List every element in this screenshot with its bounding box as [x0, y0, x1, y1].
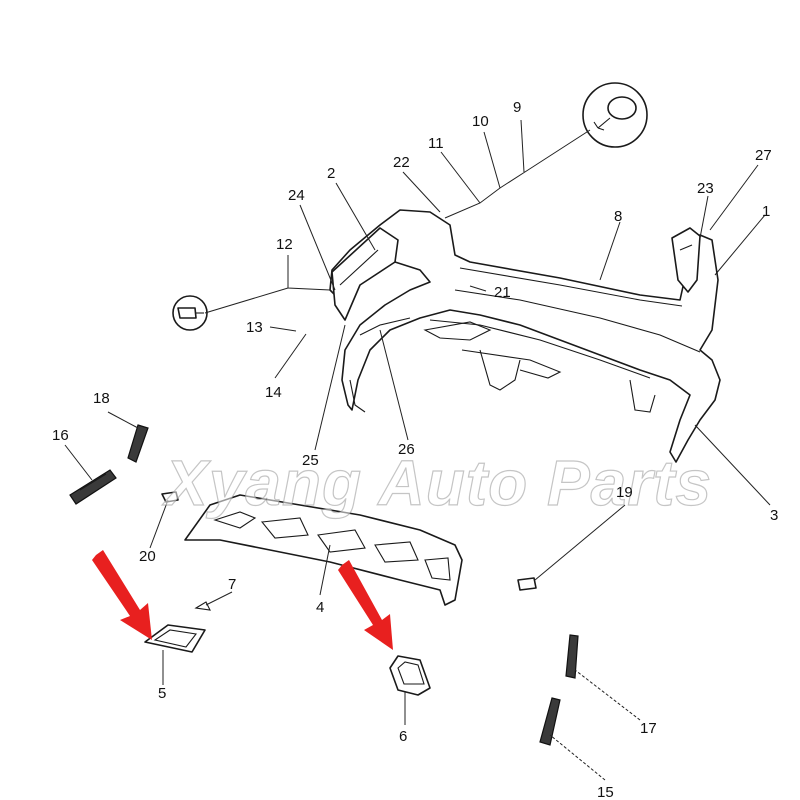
red-arrow-right	[338, 560, 393, 650]
fastener-inset-left	[172, 295, 208, 331]
watermark: Xyang Auto Parts	[162, 447, 712, 519]
part-number-4: 4	[316, 599, 324, 616]
part-number-22: 22	[393, 154, 410, 171]
part-number-3: 3	[770, 507, 778, 524]
bracket-left	[331, 227, 399, 321]
clip-19	[517, 577, 537, 591]
part-number-15: 15	[597, 784, 614, 800]
part-number-21: 21	[494, 284, 511, 301]
part-number-10: 10	[472, 113, 489, 130]
part-number-24: 24	[288, 187, 305, 204]
part-number-8: 8	[614, 208, 622, 225]
part-number-13: 13	[246, 319, 263, 336]
part-number-26: 26	[398, 441, 415, 458]
part-number-6: 6	[399, 728, 407, 745]
part-number-16: 16	[52, 427, 69, 444]
part-number-12: 12	[276, 236, 293, 253]
lower-valance	[184, 494, 463, 606]
part-number-27: 27	[755, 147, 772, 164]
reflector-18	[127, 424, 149, 463]
part-number-20: 20	[139, 548, 156, 565]
fastener-inset-top	[582, 82, 648, 148]
reflector-17	[565, 634, 579, 679]
part-number-19: 19	[616, 484, 633, 501]
part-number-9: 9	[513, 99, 521, 116]
reflector-16	[69, 469, 117, 505]
part-number-1: 1	[762, 203, 770, 220]
part-number-18: 18	[93, 390, 110, 407]
clip-7	[194, 601, 211, 611]
leader-lines	[64, 119, 771, 781]
part-number-14: 14	[265, 384, 282, 401]
exhaust-trim-6	[389, 655, 431, 696]
part-number-11: 11	[428, 135, 444, 152]
part-number-23: 23	[697, 180, 714, 197]
part-number-2: 2	[327, 165, 335, 182]
reflector-15	[539, 697, 561, 746]
exhaust-trim-5	[144, 624, 206, 653]
part-number-25: 25	[302, 452, 319, 469]
bracket-right	[671, 227, 701, 293]
red-arrow-left	[92, 550, 152, 640]
clip-20	[161, 491, 179, 503]
part-numbers: 1 2 3 4 5 6 7 8 9 10 11 12 13 14 15 16 1…	[52, 99, 778, 800]
part-number-7: 7	[228, 576, 236, 593]
part-number-17: 17	[640, 720, 657, 737]
part-number-5: 5	[158, 685, 166, 702]
